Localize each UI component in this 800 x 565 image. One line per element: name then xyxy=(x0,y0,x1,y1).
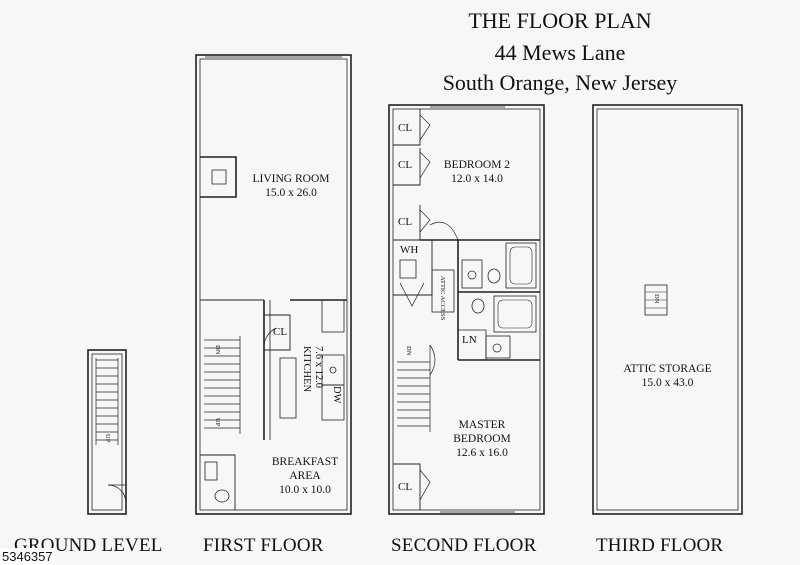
second-floor-label: SECOND FLOOR xyxy=(391,535,537,556)
living-room-size: 15.0 x 26.0 xyxy=(265,187,317,199)
master-bedroom-label: MASTER BEDROOM 12.6 x 16.0 xyxy=(432,418,532,460)
dishwasher-label: DW xyxy=(331,386,342,404)
third-stair-dn-label: DN xyxy=(653,294,660,304)
first-closet-label: CL xyxy=(273,326,288,338)
attic-storage-size: 15.0 x 43.0 xyxy=(641,377,694,389)
first-stair-dn-label: DN xyxy=(214,345,221,355)
third-floor-label: THIRD FLOOR xyxy=(596,535,724,556)
ground-stair-up-label: UP xyxy=(104,434,111,443)
second-floor-outline xyxy=(388,104,545,515)
water-heater-label: WH xyxy=(400,244,419,256)
living-room-name: LIVING ROOM xyxy=(252,173,330,185)
bedroom-2-name: BEDROOM 2 xyxy=(443,159,511,171)
kitchen-name: KITCHEN xyxy=(301,346,312,393)
first-floor-label: FIRST FLOOR xyxy=(203,535,324,556)
listing-id: 5346357 xyxy=(0,548,55,565)
attic-storage-name: ATTIC STORAGE xyxy=(623,363,712,375)
closet-3-label: CL xyxy=(398,216,413,228)
closet-1-label: CL xyxy=(398,122,413,134)
breakfast-name-2: AREA xyxy=(289,470,321,482)
page-title: THE FLOOR PLAN xyxy=(468,8,652,33)
breakfast-name-1: BREAKFAST xyxy=(271,456,339,468)
closet-2-label: CL xyxy=(398,159,413,171)
first-floor-outline xyxy=(195,54,352,515)
master-size: 12.6 x 16.0 xyxy=(456,447,508,459)
bedroom-2-label: BEDROOM 2 12.0 x 14.0 xyxy=(432,158,522,186)
address-line: 44 Mews Lane xyxy=(494,40,626,65)
ground-level-outline xyxy=(87,349,127,515)
attic-access-label: ATTIC ACCESS xyxy=(439,276,446,321)
attic-storage-label: ATTIC STORAGE 15.0 x 43.0 xyxy=(600,362,735,390)
city-line: South Orange, New Jersey xyxy=(442,70,678,95)
linen-label: LN xyxy=(462,334,477,346)
master-name-1: MASTER xyxy=(458,419,506,431)
third-floor-outline xyxy=(592,104,743,515)
master-name-2: BEDROOM xyxy=(453,433,511,445)
bedroom-2-size: 12.0 x 14.0 xyxy=(451,173,503,185)
first-stair-up-label: UP xyxy=(214,418,221,427)
closet-4-label: CL xyxy=(398,481,413,493)
breakfast-size: 10.0 x 10.0 xyxy=(279,484,331,496)
breakfast-area-label: BREAKFAST AREA 10.0 x 10.0 xyxy=(260,455,350,497)
living-room-label: LIVING ROOM 15.0 x 26.0 xyxy=(236,172,346,200)
second-stair-dn-label: DN xyxy=(405,346,412,356)
kitchen-size: 7.6 x 12.0 xyxy=(313,346,324,388)
